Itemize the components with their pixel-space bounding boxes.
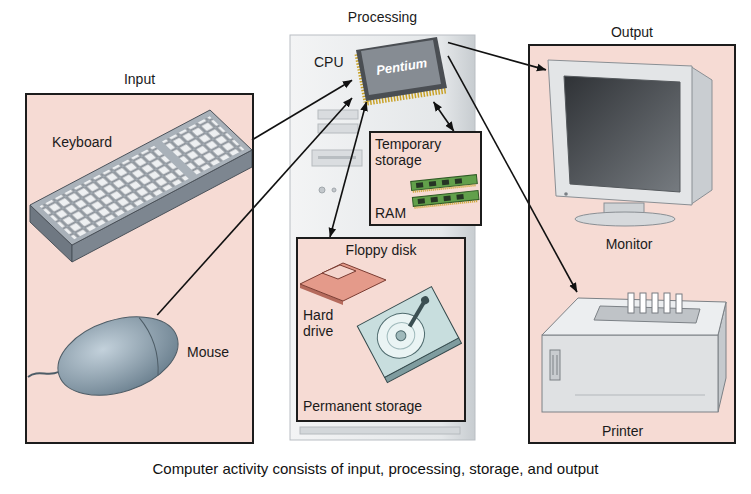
storage-box: Floppy diskHard drivePermanent storage	[296, 237, 466, 422]
text-slot: Permanent storage	[303, 398, 422, 414]
component-label: Floppy disk	[346, 242, 417, 258]
connector-arrow	[448, 43, 546, 70]
node-fill	[296, 237, 466, 422]
cpu-chip-picture	[356, 37, 447, 102]
hard-drive-picture	[357, 287, 461, 383]
connector-arrow	[434, 102, 454, 131]
printer-picture	[542, 293, 726, 412]
output-panel: OutputMonitorPrinter	[528, 44, 736, 444]
connector-arrow	[252, 80, 352, 140]
box-heading: Temporary storage	[375, 136, 463, 168]
text-slot: Output	[528, 24, 736, 40]
text-slot: Input	[25, 71, 254, 87]
node-fill	[25, 93, 254, 444]
device-label: Mouse	[187, 344, 229, 360]
node-fill	[369, 131, 482, 226]
panel-heading: Output	[611, 24, 653, 40]
device-label: Monitor	[606, 236, 653, 252]
node-fill	[528, 44, 736, 444]
text-slot: Printer	[530, 423, 715, 439]
keyboard-device: Keyboard	[30, 126, 252, 290]
connector-arrow	[448, 56, 577, 292]
panel-heading: Input	[124, 71, 155, 87]
device-label: Printer	[602, 423, 643, 439]
text-slot: Floppy disk	[296, 242, 466, 258]
device-label: Keyboard	[52, 134, 112, 150]
connector-arrow	[157, 98, 352, 315]
printer-device: Printer	[540, 292, 725, 442]
input-panel: InputKeyboardMouse	[25, 93, 254, 444]
text-slot: Hard drive	[303, 307, 345, 339]
mouse-device: Mouse	[50, 315, 245, 405]
panel-heading: Processing	[348, 9, 417, 25]
mouse-picture	[28, 303, 188, 410]
text-slot: Processing	[290, 9, 475, 25]
monitor-device: Monitor	[546, 58, 712, 256]
text-slot: Mouse	[187, 344, 229, 360]
keyboard-picture	[30, 110, 252, 262]
text-slot: Keyboard	[52, 134, 112, 150]
component-label: CPU	[314, 54, 344, 70]
ram-picture	[411, 175, 479, 208]
box-heading: Permanent storage	[303, 398, 422, 414]
processing-tower: ProcessingCPUPentiumTemporary storageRAM…	[290, 35, 475, 440]
cpu-chip: CPUPentium	[352, 36, 448, 102]
component-label: RAM	[375, 205, 406, 221]
text-slot: CPU	[314, 54, 344, 70]
text-slot: Monitor	[546, 236, 712, 252]
connector-arrow	[330, 102, 366, 237]
node-fill	[290, 35, 475, 440]
storage-box: Temporary storageRAM	[369, 131, 482, 226]
text-slot: RAM	[375, 205, 406, 221]
component-label: Hard drive	[303, 307, 345, 339]
chip-marking: Pentium	[375, 55, 428, 79]
monitor-picture	[548, 60, 712, 226]
text-slot: Pentium	[375, 54, 428, 79]
caption-slot: Computer activity consists of input, pro…	[0, 461, 751, 477]
floppy-picture	[300, 263, 386, 305]
figure-caption: Computer activity consists of input, pro…	[152, 461, 598, 477]
text-slot: Temporary storage	[375, 136, 463, 168]
